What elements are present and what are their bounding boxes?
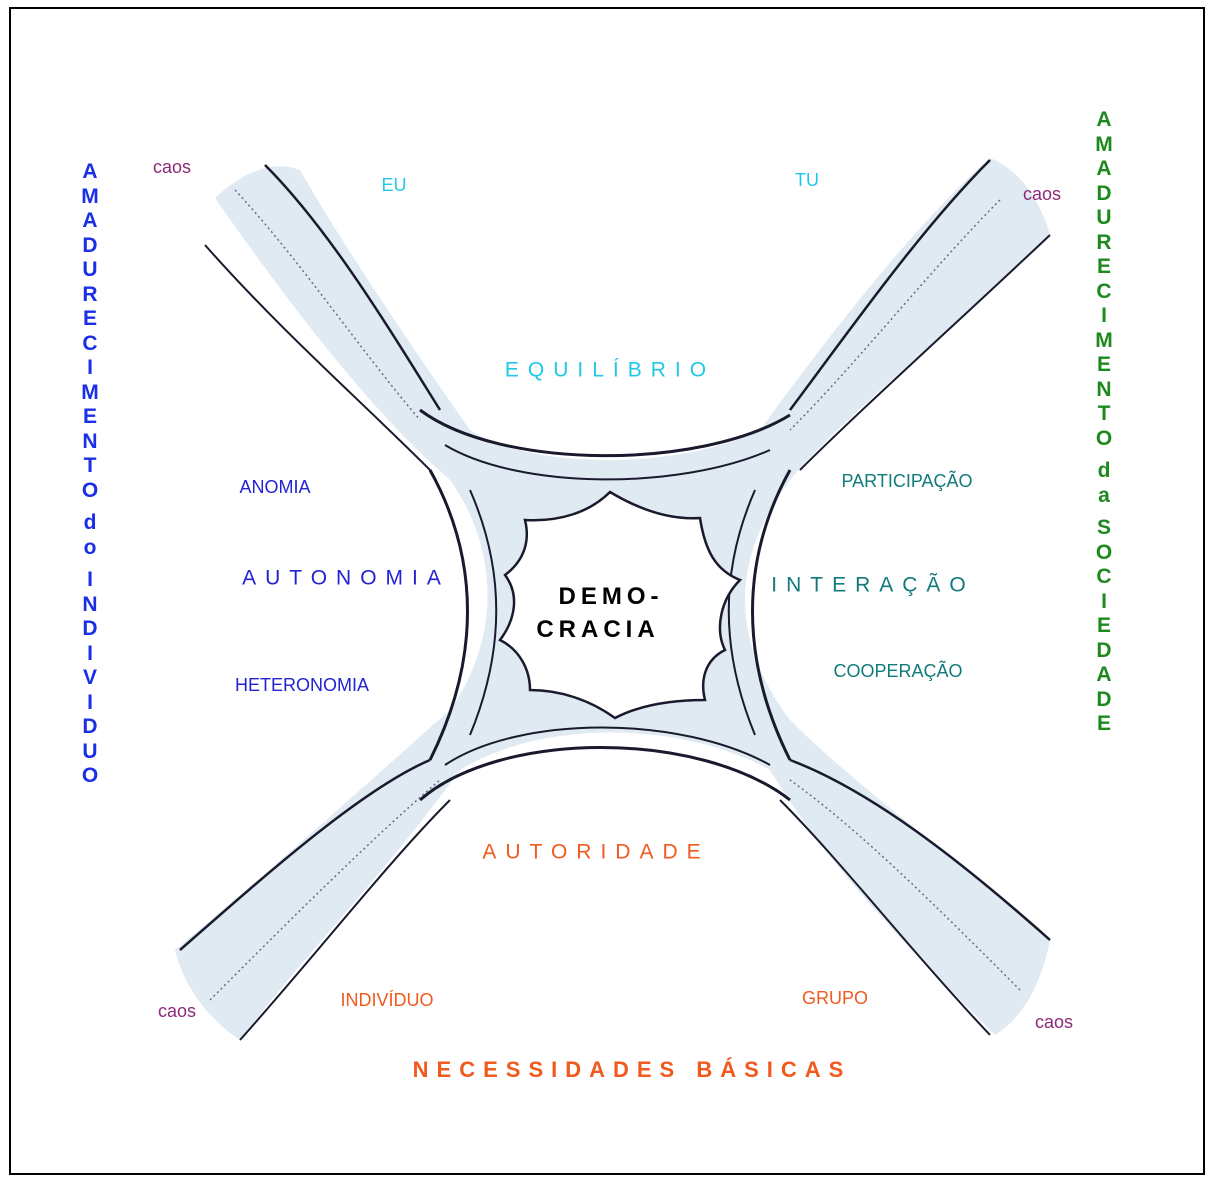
grupo-label: GRUPO	[802, 989, 868, 1007]
vertical-letter: D	[1092, 688, 1116, 713]
vertical-letter: R	[78, 283, 102, 308]
vertical-letter: I	[78, 691, 102, 716]
heteronomia-label: HETERONOMIA	[235, 676, 369, 694]
vertical-gap	[1092, 451, 1116, 459]
vertical-letter: O	[1092, 427, 1116, 452]
vertical-letter: A	[78, 160, 102, 185]
vertical-letter: E	[1092, 353, 1116, 378]
vertical-letter: D	[1092, 639, 1116, 664]
autonomia-label: AUTONOMIA	[242, 568, 450, 589]
democracia-line1: DEMO-	[559, 585, 664, 609]
democracia-line2: CRACIA	[536, 618, 659, 642]
caos-top-right: caos	[1023, 185, 1061, 203]
vertical-letter: E	[1092, 255, 1116, 280]
anomia-label: ANOMIA	[239, 478, 310, 496]
vertical-letter: O	[1092, 541, 1116, 566]
vertical-letter: I	[78, 568, 102, 593]
vertical-letter: C	[78, 332, 102, 357]
vertical-letter: D	[78, 234, 102, 259]
vertical-letter: N	[78, 593, 102, 618]
cooperacao-label: COOPERAÇÃO	[833, 662, 962, 680]
tu-label: TU	[795, 171, 819, 189]
vertical-letter: A	[1092, 108, 1116, 133]
vertical-letter: I	[1092, 304, 1116, 329]
eu-label: EU	[381, 176, 406, 194]
vertical-letter: C	[1092, 565, 1116, 590]
vertical-letter: U	[1092, 206, 1116, 231]
caos-top-left: caos	[153, 158, 191, 176]
vertical-letter: E	[1092, 614, 1116, 639]
interacao-label: INTERAÇÃO	[771, 575, 975, 596]
vertical-letter: M	[1092, 329, 1116, 354]
caos-bottom-left: caos	[158, 1002, 196, 1020]
vertical-letter: M	[78, 185, 102, 210]
vertical-letter: O	[78, 764, 102, 789]
vertical-letter: N	[1092, 378, 1116, 403]
vertical-letter: o	[78, 536, 102, 561]
vertical-letter: A	[1092, 157, 1116, 182]
vertical-letter: U	[78, 740, 102, 765]
vertical-letter: d	[78, 511, 102, 536]
vertical-letter: I	[78, 356, 102, 381]
vertical-letter: T	[78, 454, 102, 479]
vertical-letter: C	[1092, 280, 1116, 305]
vertical-letter: I	[78, 642, 102, 667]
vertical-letter: S	[1092, 516, 1116, 541]
vertical-letter: A	[78, 209, 102, 234]
vertical-letter: U	[78, 258, 102, 283]
vertical-letter: M	[1092, 133, 1116, 158]
vertical-letter: A	[1092, 663, 1116, 688]
vertical-letter: a	[1092, 484, 1116, 509]
vertical-letter: D	[1092, 182, 1116, 207]
vertical-letter: E	[1092, 712, 1116, 737]
vertical-letter: d	[1092, 459, 1116, 484]
vertical-gap	[1092, 508, 1116, 516]
autoridade-label: AUTORIDADE	[482, 842, 709, 863]
vertical-letter: D	[78, 715, 102, 740]
vertical-letter: V	[78, 666, 102, 691]
vertical-letter: I	[1092, 590, 1116, 615]
individuo-label: INDIVÍDUO	[340, 991, 433, 1009]
vertical-letter: E	[78, 405, 102, 430]
caos-bottom-right: caos	[1035, 1013, 1073, 1031]
vertical-letter: M	[78, 381, 102, 406]
vertical-letter: N	[78, 430, 102, 455]
vertical-letter: O	[78, 479, 102, 504]
necessidades-basicas-label: NECESSIDADES BÁSICAS	[413, 1059, 852, 1081]
vertical-letter: T	[1092, 402, 1116, 427]
equilibrio-label: EQUILÍBRIO	[505, 360, 715, 381]
participacao-label: PARTICIPAÇÃO	[841, 472, 972, 490]
vertical-gap	[78, 503, 102, 511]
vertical-letter: R	[1092, 231, 1116, 256]
vertical-letter: E	[78, 307, 102, 332]
vertical-letter: D	[78, 617, 102, 642]
vertical-gap	[78, 560, 102, 568]
